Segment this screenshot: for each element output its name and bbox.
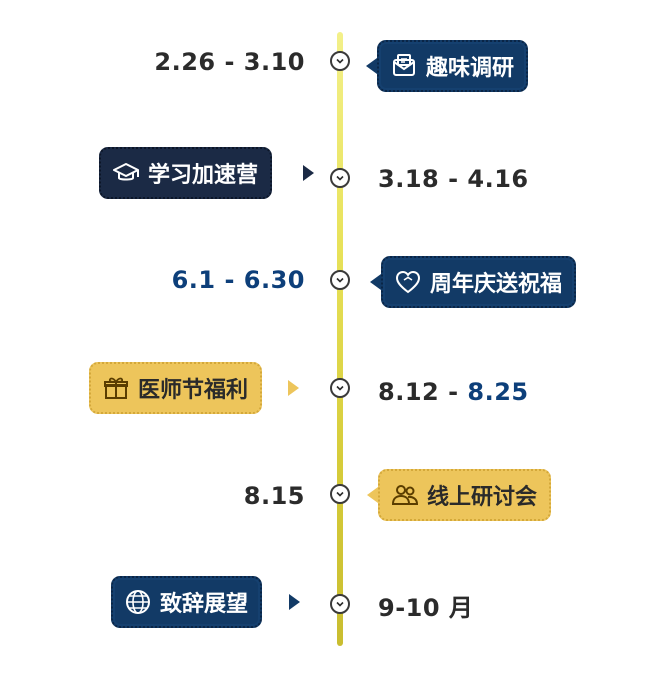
event-date-2: 3.18 - 4.16 bbox=[378, 165, 529, 193]
event-label-5: 线上研讨会 bbox=[427, 485, 538, 510]
graduation-cap-icon bbox=[111, 158, 141, 188]
event-card-3[interactable]: 周年庆送祝福 bbox=[381, 256, 577, 308]
card-pointer-3 bbox=[370, 274, 381, 290]
event-label-1: 趣味调研 bbox=[426, 56, 515, 81]
chevron-down-icon bbox=[336, 277, 344, 283]
timeline-node-6[interactable] bbox=[330, 594, 350, 614]
event-card-1[interactable]: 趣味调研 bbox=[377, 40, 529, 92]
timeline-node-5[interactable] bbox=[330, 484, 350, 504]
chevron-down-icon bbox=[336, 58, 344, 64]
event-date-1: 2.26 - 3.10 bbox=[154, 48, 305, 76]
timeline-node-2[interactable] bbox=[330, 168, 350, 188]
timeline-axis bbox=[337, 32, 343, 646]
event-card-5[interactable]: 线上研讨会 bbox=[378, 469, 552, 521]
timeline-node-1[interactable] bbox=[330, 51, 350, 71]
card-pointer-2 bbox=[303, 165, 314, 181]
card-pointer-5 bbox=[367, 487, 378, 503]
event-date-5: 8.15 bbox=[243, 482, 305, 510]
event-card-2[interactable]: 学习加速营 bbox=[99, 147, 273, 199]
chevron-down-icon bbox=[336, 175, 344, 181]
chevron-down-icon bbox=[336, 601, 344, 607]
card-pointer-6 bbox=[289, 594, 300, 610]
globe-icon bbox=[123, 587, 153, 617]
event-card-4[interactable]: 医师节福利 bbox=[89, 362, 263, 414]
event-date-3-range: 6.1 - 6.30 bbox=[171, 266, 305, 294]
users-icon bbox=[390, 480, 420, 510]
event-label-3: 周年庆送祝福 bbox=[430, 272, 563, 297]
event-date-4-start: 8.12 - bbox=[378, 378, 468, 406]
event-date-3: 6.1 - 6.30 bbox=[150, 265, 305, 295]
timeline-node-3[interactable] bbox=[330, 270, 350, 290]
envelope-icon bbox=[389, 51, 419, 81]
gift-icon bbox=[101, 373, 131, 403]
event-date-4: 8.12 - 8.25 bbox=[378, 377, 529, 407]
event-label-6: 致辞展望 bbox=[160, 592, 249, 617]
card-pointer-1 bbox=[366, 58, 377, 74]
event-date-4-end: 8.25 bbox=[467, 378, 529, 406]
card-pointer-4 bbox=[288, 380, 299, 396]
timeline-node-4[interactable] bbox=[330, 378, 350, 398]
chevron-down-icon bbox=[336, 385, 344, 391]
event-label-2: 学习加速营 bbox=[148, 163, 259, 188]
event-card-6[interactable]: 致辞展望 bbox=[111, 576, 263, 628]
event-date-6: 9-10 月 bbox=[378, 594, 474, 622]
event-label-4: 医师节福利 bbox=[138, 378, 249, 403]
heart-icon bbox=[393, 267, 423, 297]
chevron-down-icon bbox=[336, 491, 344, 497]
